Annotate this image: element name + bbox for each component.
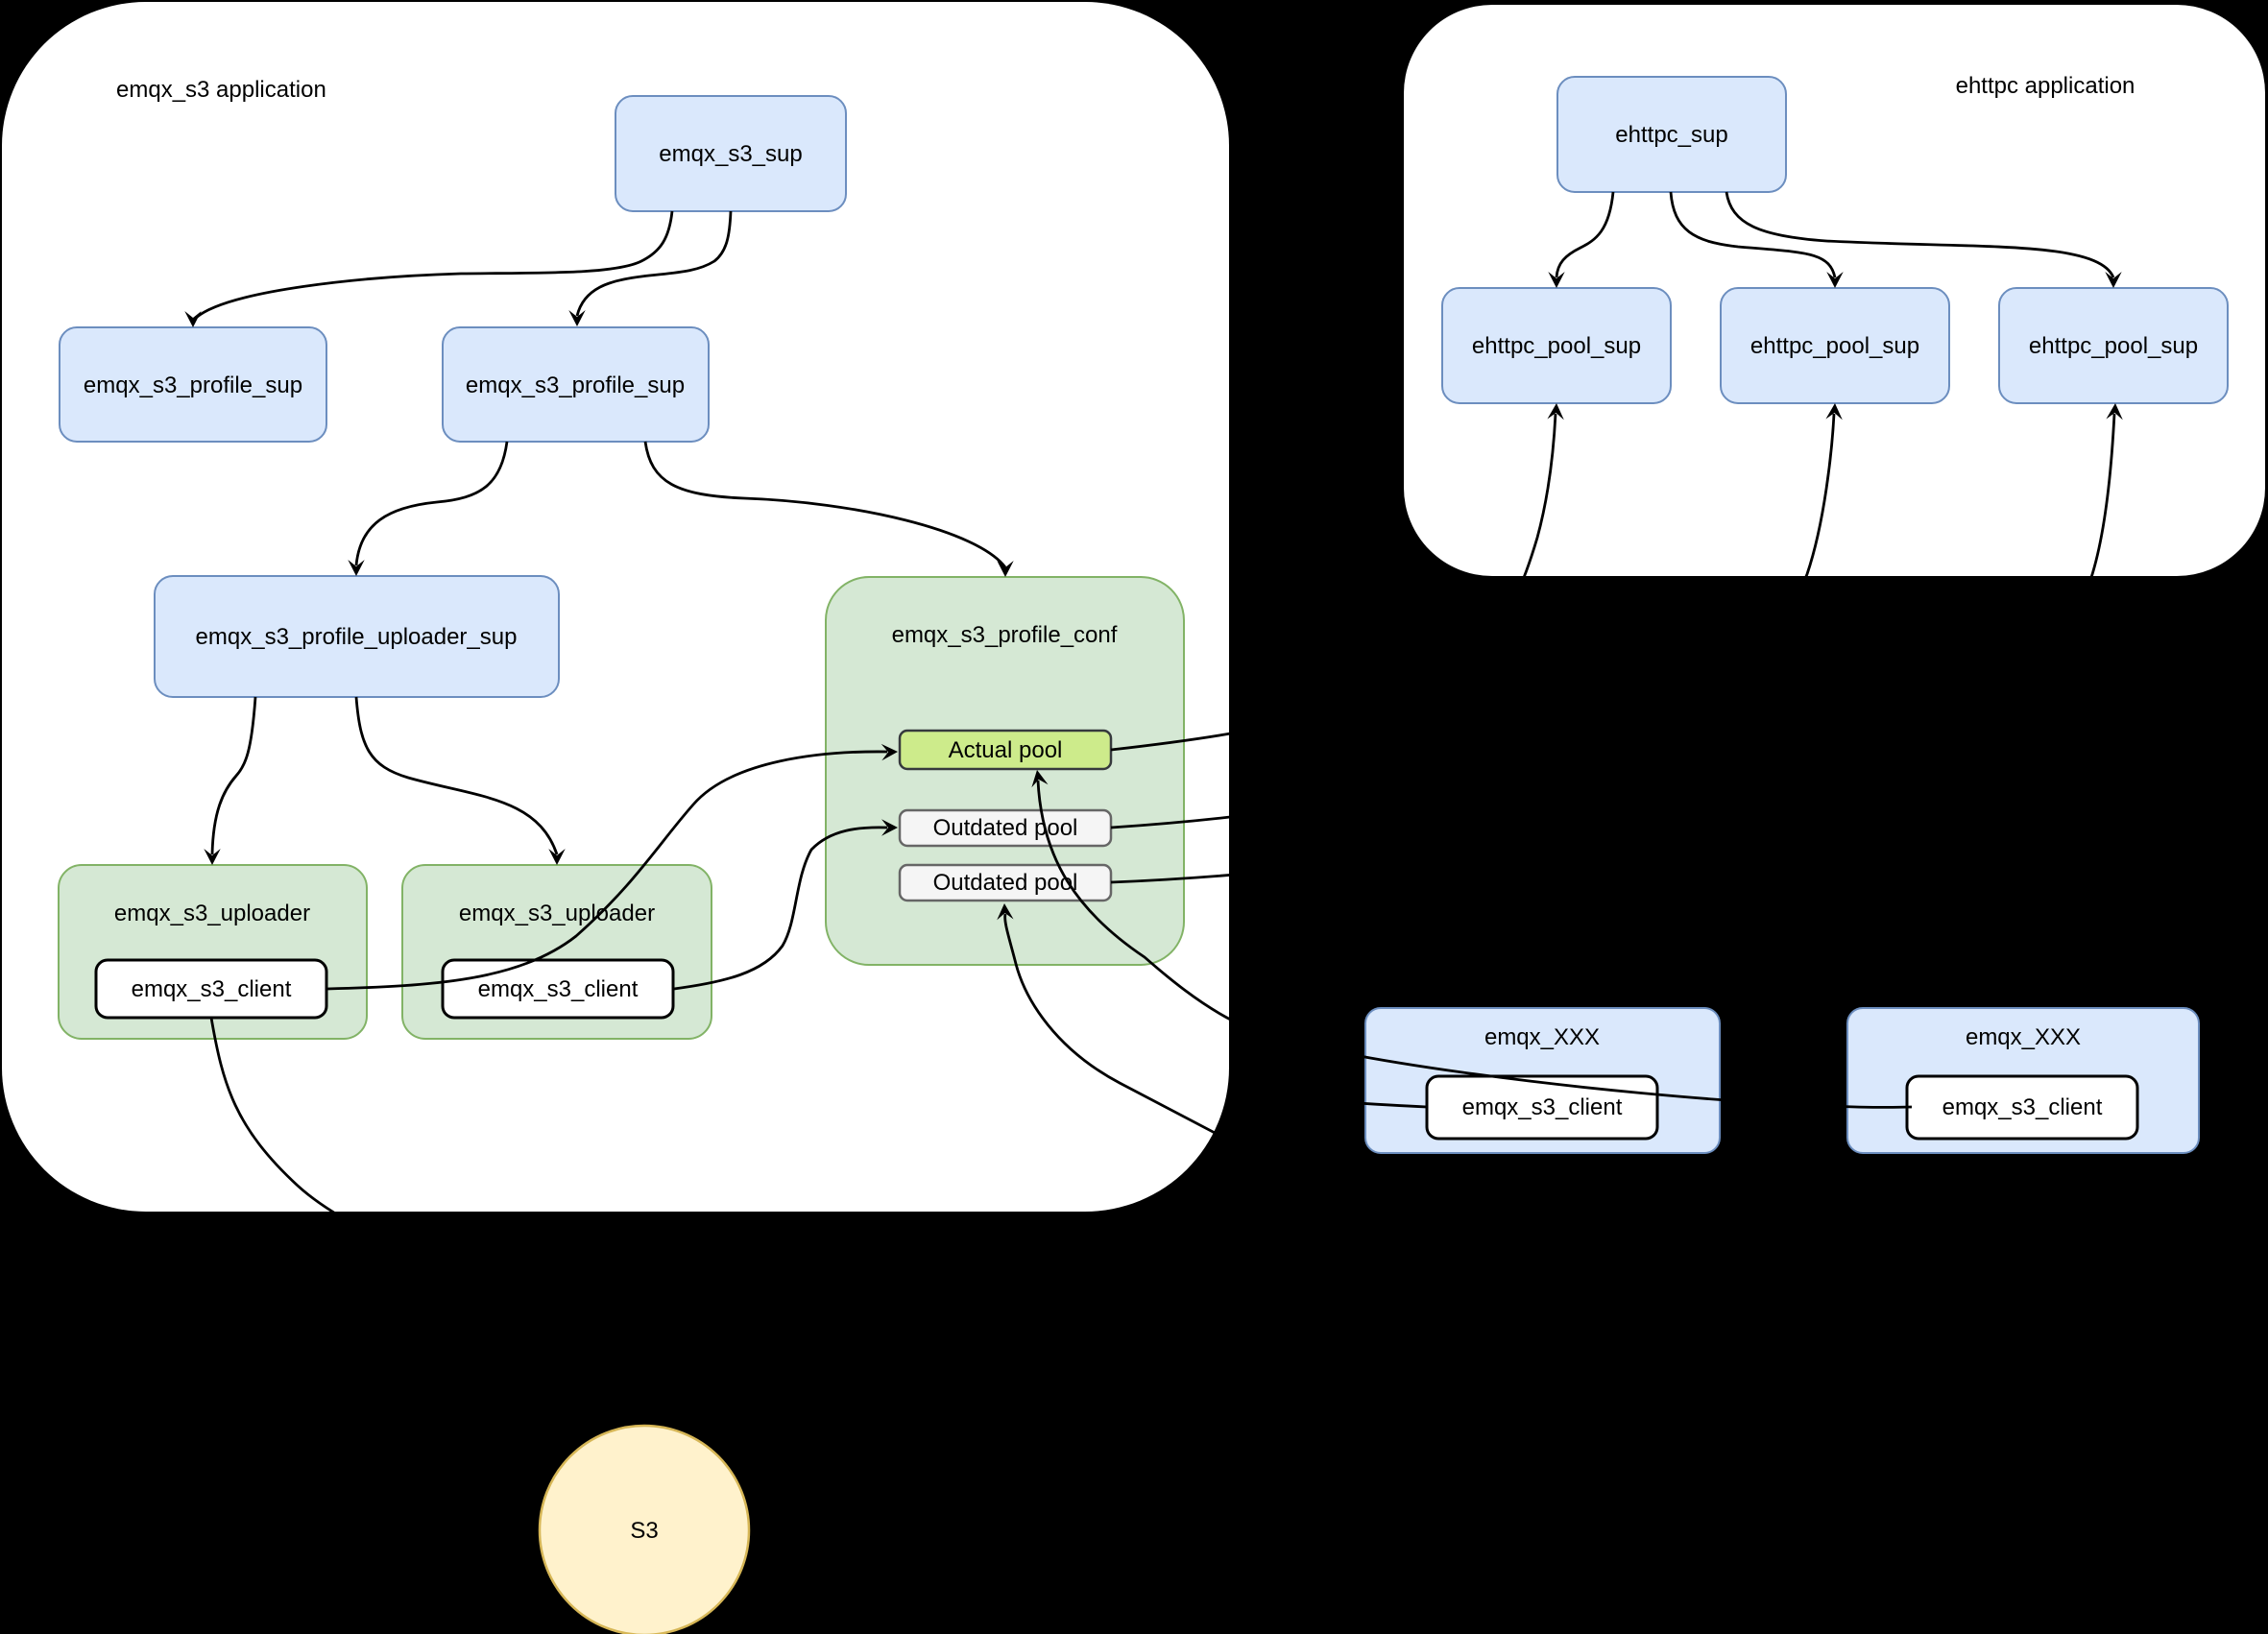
svg-text:emqx_s3 application: emqx_s3 application (116, 77, 326, 103)
svg-text:emqx_s3_client: emqx_s3_client (1462, 1094, 1623, 1120)
svg-text:emqx_s3_client: emqx_s3_client (132, 976, 292, 1002)
svg-text:Actual pool: Actual pool (949, 737, 1063, 763)
svg-text:ehttpc application: ehttpc application (1956, 73, 2135, 99)
svg-text:emqx_s3_sup: emqx_s3_sup (659, 141, 802, 167)
svg-text:emqx_XXX: emqx_XXX (1966, 1024, 2081, 1050)
svg-text:S3: S3 (630, 1518, 658, 1544)
svg-text:emqx_s3_client: emqx_s3_client (478, 976, 639, 1002)
svg-text:ehttpc_sup: ehttpc_sup (1615, 122, 1727, 148)
svg-text:emqx_s3_uploader: emqx_s3_uploader (114, 901, 310, 926)
svg-text:ehttpc_pool_sup: ehttpc_pool_sup (1750, 333, 1919, 359)
svg-text:ehttpc_pool_sup: ehttpc_pool_sup (2029, 333, 2198, 359)
svg-text:emqx_s3_client: emqx_s3_client (1942, 1094, 2103, 1120)
svg-text:emqx_s3_uploader: emqx_s3_uploader (459, 901, 655, 926)
svg-text:Outdated pool: Outdated pool (933, 870, 1078, 896)
svg-text:emqx_s3_profile_sup: emqx_s3_profile_sup (466, 372, 685, 398)
svg-text:emqx_s3_profile_conf: emqx_s3_profile_conf (892, 622, 1118, 648)
svg-text:emqx_s3_profile_sup: emqx_s3_profile_sup (84, 372, 302, 398)
svg-text:emqx_XXX: emqx_XXX (1484, 1024, 1600, 1050)
svg-text:ehttpc_pool_sup: ehttpc_pool_sup (1472, 333, 1641, 359)
svg-text:emqx_s3_profile_uploader_sup: emqx_s3_profile_uploader_sup (196, 624, 518, 650)
svg-text:Outdated pool: Outdated pool (933, 815, 1078, 841)
